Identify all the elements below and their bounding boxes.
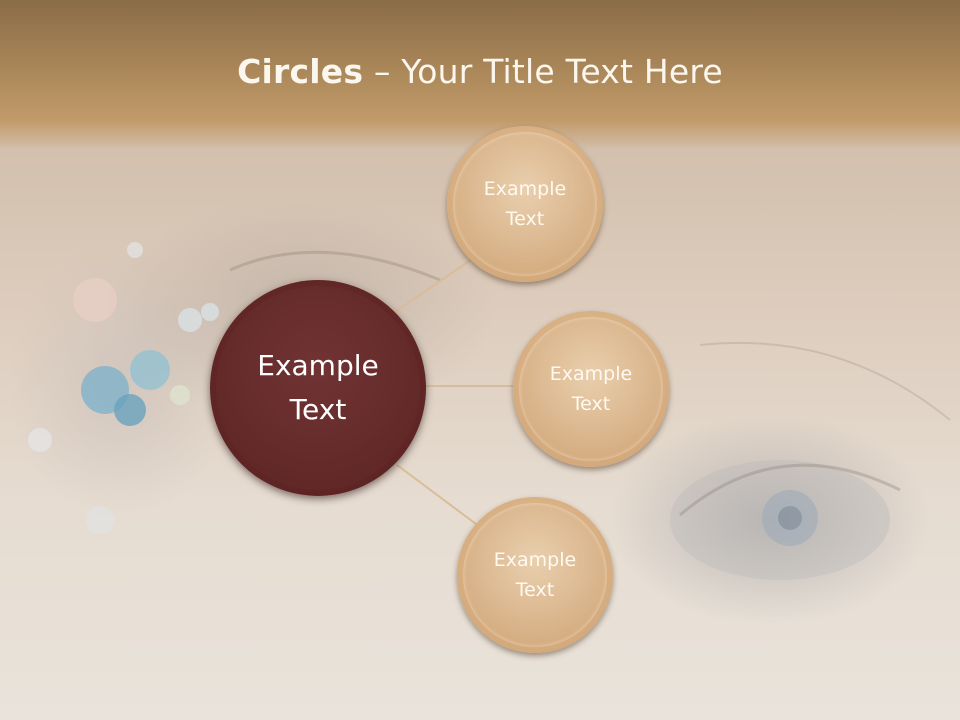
node-top-line2: Text	[505, 208, 545, 230]
node-middle-line1: Example	[549, 363, 633, 385]
center-label-line1: Example	[257, 349, 379, 382]
connector-top	[394, 254, 479, 313]
slide-title: Circles – Your Title Text Here	[0, 52, 960, 91]
node-top-line1: Example	[483, 178, 567, 200]
node-bottom-line2: Text	[515, 579, 555, 601]
title-bar	[0, 0, 960, 150]
title-rest-part: – Your Title Text Here	[363, 52, 723, 91]
center-label-line2: Text	[289, 393, 347, 426]
node-middle-line2: Text	[571, 393, 611, 415]
title-bold-part: Circles	[237, 52, 364, 91]
connector-bottom	[396, 464, 477, 525]
node-bottom-line1: Example	[493, 549, 577, 571]
